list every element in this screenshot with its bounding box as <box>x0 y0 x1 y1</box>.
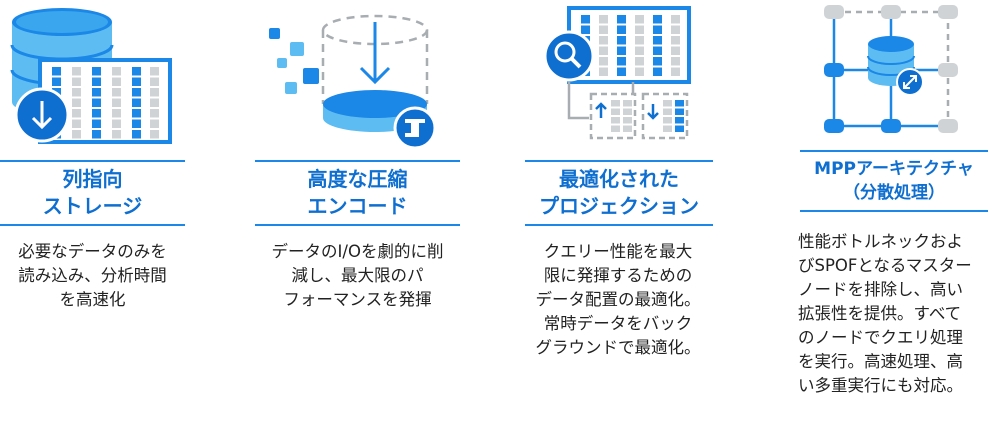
title-line-2: （分散処理） <box>843 183 945 203</box>
description-line: い多重実行にも対応。 <box>798 376 963 395</box>
feature-title: 最適化された プロジェクション <box>525 160 713 226</box>
description-line: を実行。高速処理、高 <box>798 352 963 371</box>
title-line-2: ストレージ <box>42 194 143 218</box>
feature-mpp-architecture: MPPアーキテクチャ （分散処理） 性能ボトルネックおよ びSPOFとなるマスタ… <box>798 0 988 436</box>
description-line: クエリー性能を最大 <box>543 242 693 261</box>
description-line: のノードでクエリ処理 <box>798 328 963 347</box>
title-line-2: エンコード <box>307 194 408 218</box>
description-line: 必要なデータのみを <box>18 242 167 261</box>
database-storage-icon <box>10 8 172 144</box>
description-line: 減し、最大限のパ <box>291 266 424 285</box>
description-line: グラウンドで最適化。 <box>535 338 701 357</box>
feature-description: 必要なデータのみを 読み込み、分析時間 を高速化 <box>0 240 185 312</box>
description-line: 常時データをバック <box>543 314 693 333</box>
description-line: データのI/Oを劇的に削 <box>271 242 444 261</box>
projection-search-icon <box>543 6 691 140</box>
compression-encode-icon <box>269 14 437 150</box>
feature-title: 列指向 ストレージ <box>0 160 185 226</box>
feature-description: 性能ボトルネックおよ びSPOFとなるマスター ノードを排除し、高い 拡張性を提… <box>798 230 988 398</box>
description-line: を高速化 <box>59 290 126 309</box>
description-line: 読み込み、分析時間 <box>18 266 167 285</box>
description-line: データ配置の最適化。 <box>535 290 701 309</box>
title-line-1: 最適化された <box>559 167 679 191</box>
description-line: 限に発揮するための <box>543 266 693 285</box>
description-line: 性能ボトルネックおよ <box>798 232 963 251</box>
description-line: ノードを排除し、高い <box>798 280 963 299</box>
title-line-1: 列指向 <box>62 167 123 191</box>
description-line: びSPOFとなるマスター <box>798 256 972 275</box>
feature-title: 高度な圧縮 エンコード <box>255 160 460 226</box>
mpp-cluster-icon <box>824 5 958 133</box>
feature-description: クエリー性能を最大 限に発揮するための データ配置の最適化。 常時データをバック… <box>523 240 713 360</box>
feature-optimized-projection: 最適化された プロジェクション クエリー性能を最大 限に発揮するための データ配… <box>523 0 713 436</box>
title-line-1: MPPアーキテクチャ <box>814 159 974 179</box>
title-line-2: プロジェクション <box>539 194 699 218</box>
feature-title: MPPアーキテクチャ （分散処理） <box>800 150 988 212</box>
feature-columnar-storage: 列指向 ストレージ 必要なデータのみを 読み込み、分析時間 を高速化 <box>0 0 185 436</box>
feature-compression-encode: 高度な圧縮 エンコード データのI/Oを劇的に削 減し、最大限のパ フォーマンス… <box>255 0 465 436</box>
feature-description: データのI/Oを劇的に削 減し、最大限のパ フォーマンスを発揮 <box>255 240 460 312</box>
description-line: 拡張性を提供。すべて <box>798 304 962 323</box>
description-line: フォーマンスを発揮 <box>283 290 432 309</box>
title-line-1: 高度な圧縮 <box>307 167 408 191</box>
